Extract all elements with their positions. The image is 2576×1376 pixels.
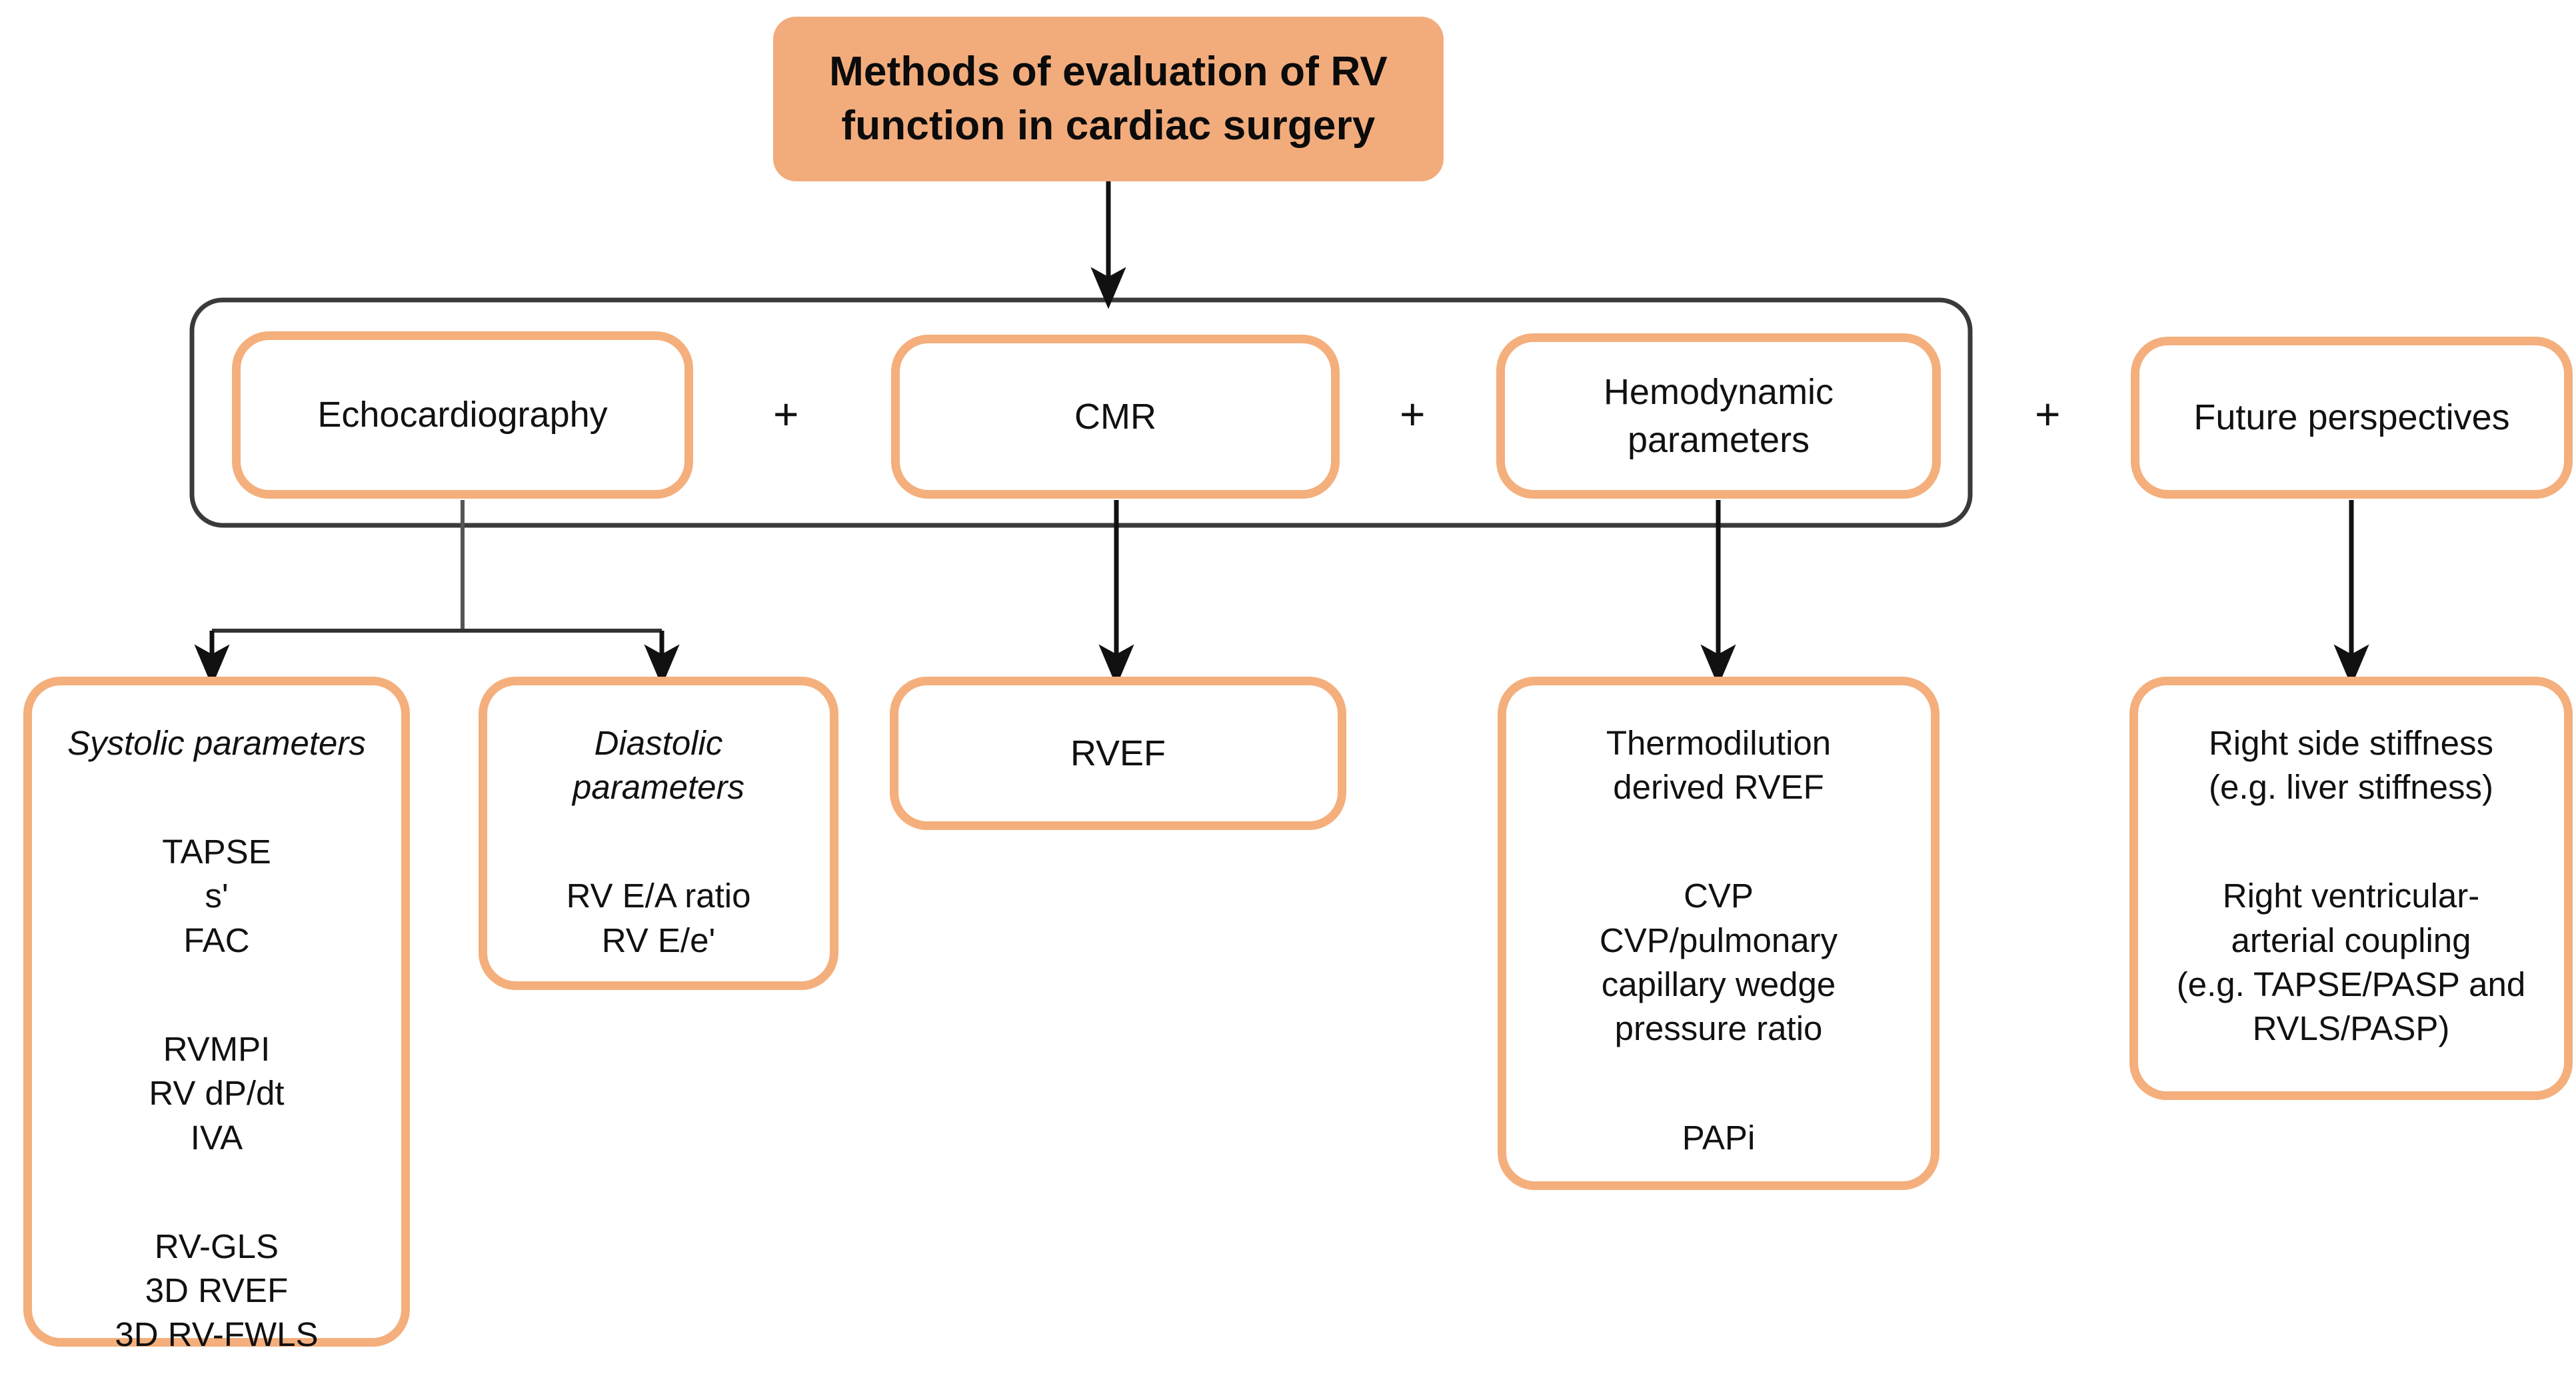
future-item-right-side-stiffness: Right side stiffness xyxy=(2208,724,2494,762)
modality-box-echocardiography[interactable]: Echocardiography xyxy=(232,331,693,499)
diastolic-heading-line-2: parameters xyxy=(573,768,744,807)
cmr-detail-item-rvef: RVEF xyxy=(1070,733,1166,773)
modality-label-hemodynamic-line-1: Hemodynamic xyxy=(1603,371,1834,412)
detail-box-hemodynamic-parameters[interactable]: Thermodilution derived RVEF CVP CVP/pulm… xyxy=(1498,677,1939,1190)
plus-operator-2: + xyxy=(1400,389,1426,439)
modality-label-hemodynamic-line-2: parameters xyxy=(1627,420,1810,460)
hemo-item-derived-rvef: derived RVEF xyxy=(1613,768,1824,807)
hemo-item-cvp-pulmonary: CVP/pulmonary xyxy=(1599,921,1838,959)
modality-box-cmr[interactable]: CMR xyxy=(891,335,1340,499)
plus-operator-3: + xyxy=(2035,389,2061,439)
future-item-rv-arterial-2: arterial coupling xyxy=(2231,921,2471,959)
systolic-item-rv-gls: RV-GLS xyxy=(154,1227,279,1265)
plus-operator-1: + xyxy=(773,389,799,439)
systolic-item-tapse: TAPSE xyxy=(162,833,271,871)
systolic-heading: Systolic parameters xyxy=(67,724,366,762)
future-item-liver-stiffness: (e.g. liver stiffness) xyxy=(2208,768,2494,807)
future-item-rv-arterial-1: Right ventricular- xyxy=(2222,877,2480,915)
hemo-item-papi: PAPi xyxy=(1682,1118,1756,1157)
grouping-container-outline xyxy=(189,297,1973,528)
systolic-item-rvmpi: RVMPI xyxy=(163,1029,271,1068)
title-line-1: Methods of evaluation of RV xyxy=(829,48,1388,95)
hemo-item-capillary-wedge: capillary wedge xyxy=(1601,965,1836,1004)
detail-box-rvef[interactable]: RVEF xyxy=(890,677,1346,830)
title-box: Methods of evaluation of RV function in … xyxy=(773,17,1444,181)
modality-label-cmr: CMR xyxy=(1074,396,1156,437)
hemo-item-thermodilution: Thermodilution xyxy=(1606,724,1832,762)
modality-box-hemodynamic[interactable]: Hemodynamic parameters xyxy=(1496,333,1941,499)
hemo-item-pressure-ratio: pressure ratio xyxy=(1614,1009,1823,1048)
modality-box-future-perspectives[interactable]: Future perspectives xyxy=(2131,337,2573,499)
diastolic-heading-line-1: Diastolic xyxy=(594,724,723,762)
hemo-item-cvp: CVP xyxy=(1684,877,1754,915)
systolic-item-iva: IVA xyxy=(190,1118,243,1157)
detail-box-systolic-parameters[interactable]: Systolic parameters TAPSE s' FAC RVMPI R… xyxy=(23,677,410,1353)
modality-label-future-perspectives: Future perspectives xyxy=(2193,397,2510,438)
title-line-2: function in cardiac surgery xyxy=(841,102,1376,149)
systolic-item-fac: FAC xyxy=(183,921,250,959)
systolic-item-3d-rv-fwls: 3D RV-FWLS xyxy=(115,1315,319,1354)
detail-box-diastolic-parameters[interactable]: Diastolic parameters RV E/A ratio RV E/e… xyxy=(479,677,838,990)
systolic-item-rv-dpdt: RV dP/dt xyxy=(149,1074,285,1113)
diastolic-item-ea-ratio: RV E/A ratio xyxy=(566,877,751,915)
future-item-rv-arterial-4: RVLS/PASP) xyxy=(2252,1009,2450,1048)
systolic-item-s-prime: s' xyxy=(205,877,229,915)
systolic-item-3d-rvef: 3D RVEF xyxy=(145,1271,289,1309)
diastolic-item-e-e-prime: RV E/e' xyxy=(601,921,716,959)
detail-box-future-perspectives[interactable]: Right side stiffness (e.g. liver stiffne… xyxy=(2129,677,2573,1100)
modality-label-echocardiography: Echocardiography xyxy=(317,395,608,435)
future-item-rv-arterial-3: (e.g. TAPSE/PASP and xyxy=(2176,965,2526,1004)
